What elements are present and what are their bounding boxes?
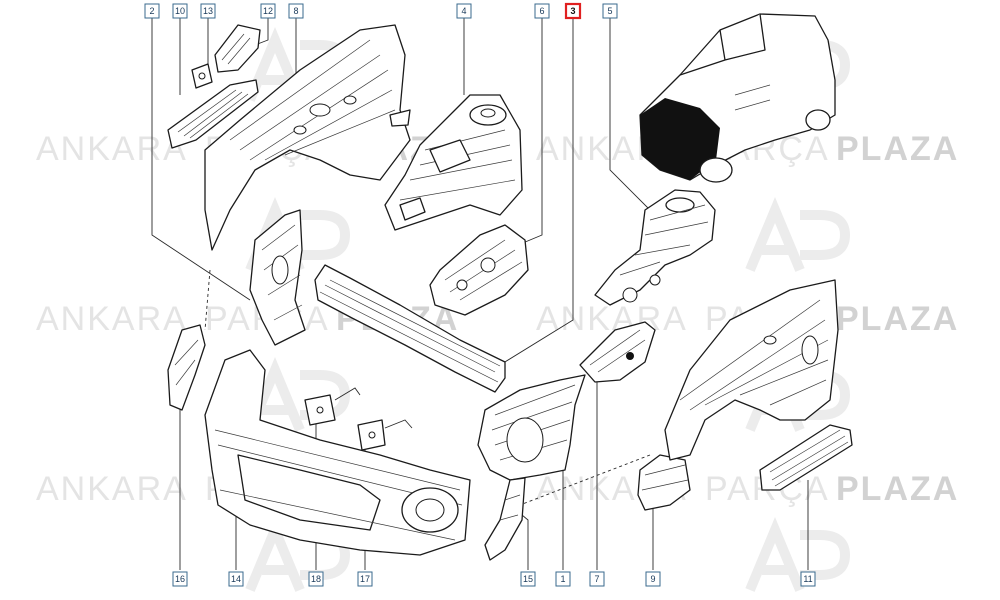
vehicle-illustration (639, 13, 836, 183)
svg-text:9: 9 (650, 574, 655, 584)
watermark-text-plaza: PLAZA (836, 130, 959, 168)
alignment-line (204, 269, 211, 331)
callout-6[interactable]: 6 (534, 3, 550, 19)
part-8-upper-panel (204, 24, 411, 251)
svg-text:13: 13 (203, 6, 213, 16)
callout-13[interactable]: 13 (200, 3, 216, 19)
callout-10[interactable]: 10 (172, 3, 188, 19)
watermark-text-plaza: PLAZA (836, 470, 959, 508)
svg-text:8: 8 (293, 6, 298, 16)
callout-18[interactable]: 18 (308, 571, 324, 587)
part-6-reinforcement (429, 224, 529, 316)
part-18-bracket (304, 387, 361, 426)
leader-line-12 (254, 18, 269, 46)
part-1-side-panel (477, 374, 586, 481)
watermark-text-ankara: ANKARA (536, 300, 688, 338)
part-14-front-panel (204, 349, 471, 556)
callout-11[interactable]: 11 (800, 571, 816, 587)
part-right-body-panel (664, 279, 839, 461)
part-15-bracket (484, 477, 526, 561)
watermark-logo-row-2 (245, 197, 851, 272)
watermark-text-plaza: PLAZA (836, 300, 959, 338)
parts (167, 13, 853, 561)
svg-text:5: 5 (607, 6, 612, 16)
part-13-bracket (191, 63, 213, 89)
callout-15[interactable]: 15 (520, 571, 536, 587)
leader-line-5 (609, 18, 651, 211)
callout-12[interactable]: 12 (260, 3, 276, 19)
svg-text:18: 18 (311, 574, 321, 584)
part-16-bracket (167, 324, 206, 411)
part-5-strut-tower (594, 189, 716, 306)
alignment-line (519, 454, 651, 506)
callout-2[interactable]: 2 (144, 3, 160, 19)
svg-text:14: 14 (231, 574, 241, 584)
svg-text:16: 16 (175, 574, 185, 584)
part-11-rail (759, 424, 853, 491)
callout-9[interactable]: 9 (645, 571, 661, 587)
part-3-crossmember (314, 264, 506, 393)
callout-14[interactable]: 14 (228, 571, 244, 587)
svg-text:2: 2 (149, 6, 154, 16)
leader-line-2 (151, 18, 251, 301)
callout-17[interactable]: 17 (357, 571, 373, 587)
callout-3[interactable]: 3 (564, 2, 582, 20)
part-2-side-gusset (249, 209, 306, 346)
callout-7[interactable]: 7 (589, 571, 605, 587)
watermark: ANKARA PARÇA PLAZA ANKARA PARÇA PLAZA AN… (36, 27, 959, 592)
svg-text:10: 10 (175, 6, 185, 16)
svg-text:11: 11 (803, 574, 812, 584)
svg-text:15: 15 (523, 574, 533, 584)
leader-line-3 (499, 18, 574, 366)
svg-text:3: 3 (570, 6, 575, 16)
part-7-gusset (579, 321, 656, 383)
part-4-strut-tower (384, 94, 523, 231)
part-9-bracket (637, 454, 691, 511)
part-17-bracket (357, 419, 413, 451)
callouts: 2 10 13 12 8 4 6 3 5 16 14 18 17 15 1 7 … (144, 2, 816, 587)
callout-1[interactable]: 1 (555, 571, 571, 587)
watermark-text-ankara: ANKARA (36, 300, 188, 338)
svg-text:4: 4 (461, 6, 466, 16)
part-10-rail (167, 79, 259, 149)
part-12-bracket (214, 24, 261, 73)
svg-text:6: 6 (539, 6, 544, 16)
svg-text:17: 17 (360, 574, 370, 584)
svg-text:7: 7 (594, 574, 599, 584)
callout-5[interactable]: 5 (602, 3, 618, 19)
watermark-text-ankara: ANKARA (36, 470, 188, 508)
watermark-text-ankara: ANKARA (36, 130, 188, 168)
callout-8[interactable]: 8 (288, 3, 304, 19)
callout-16[interactable]: 16 (172, 571, 188, 587)
leader-line-6 (517, 18, 543, 246)
svg-text:1: 1 (560, 574, 565, 584)
svg-text:12: 12 (263, 6, 273, 16)
callout-4[interactable]: 4 (456, 3, 472, 19)
